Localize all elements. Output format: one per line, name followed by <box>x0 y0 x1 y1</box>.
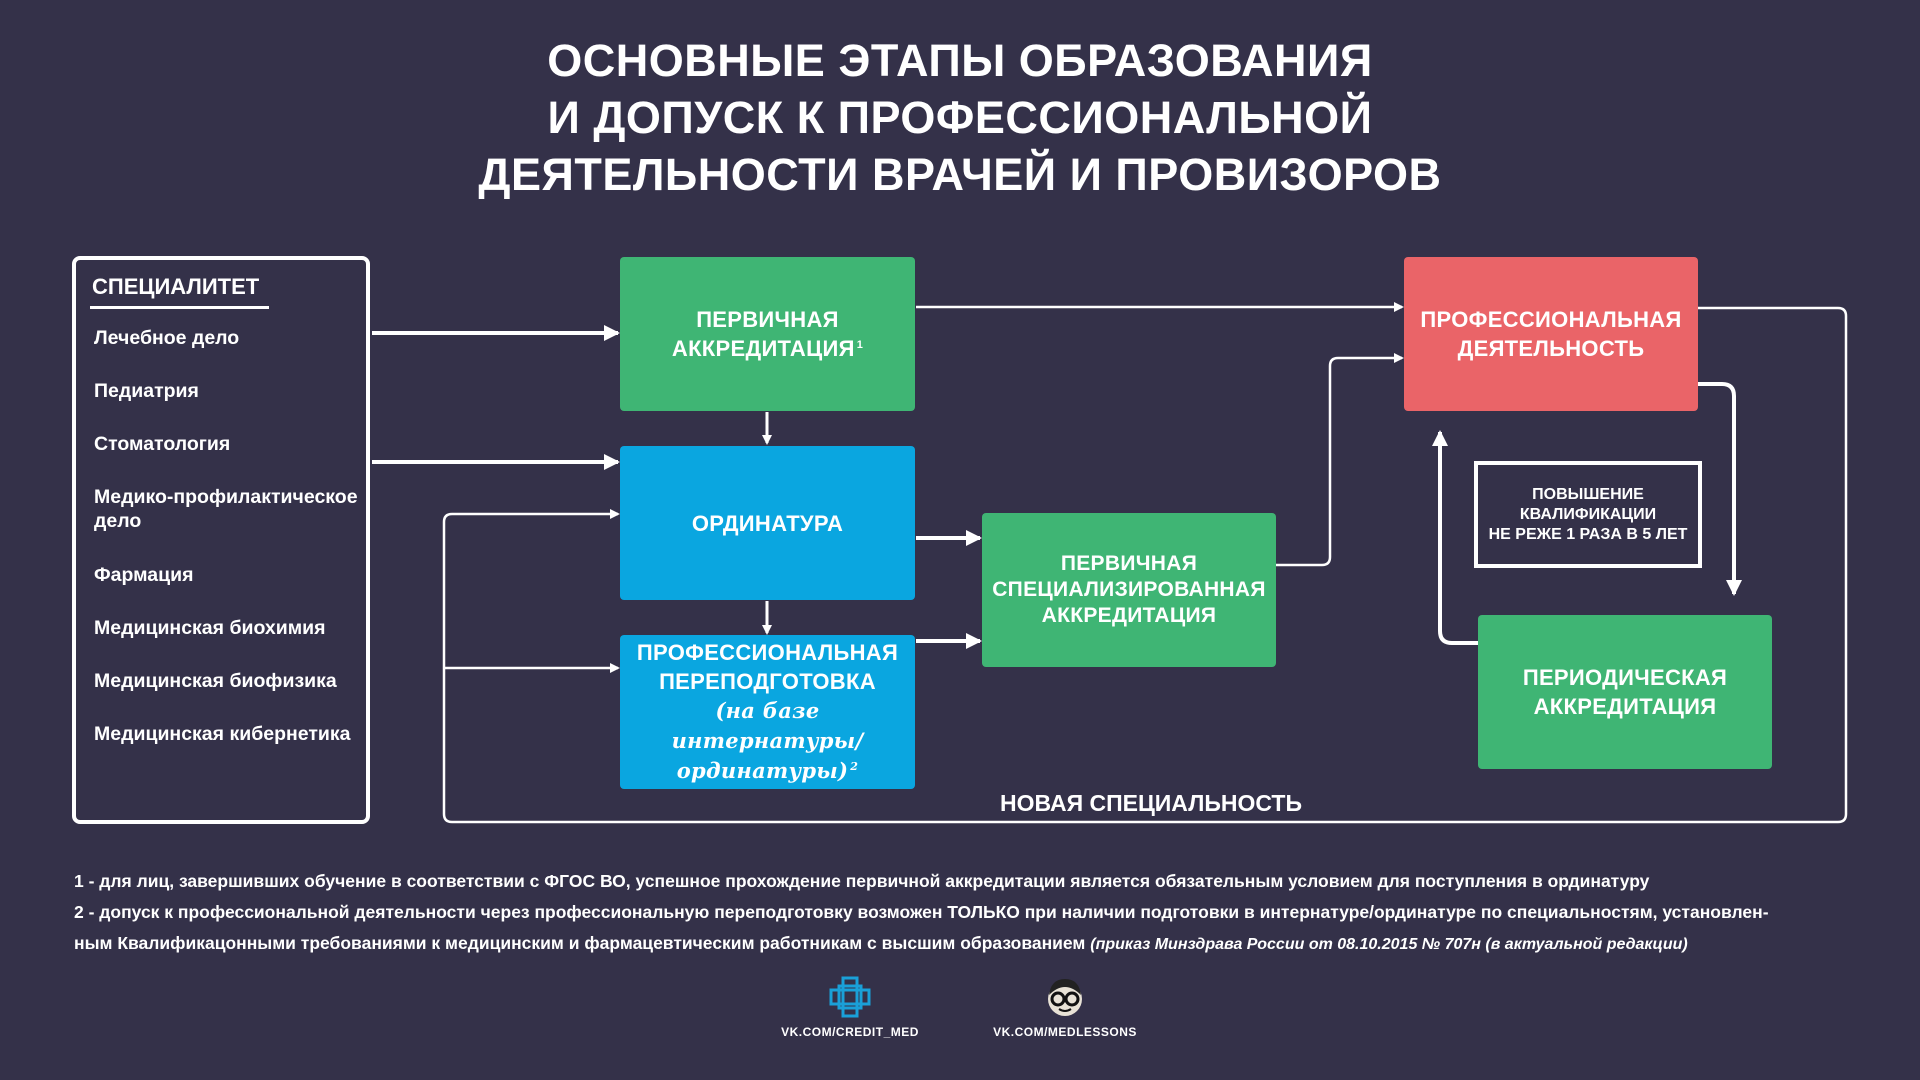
specialty-item: Лечебное дело <box>94 327 240 349</box>
footnote-1: 1 - для лиц, завершивших обучение в соот… <box>74 871 1650 891</box>
footer-medlessons[interactable]: VK.COM/MEDLESSONS <box>990 975 1140 1039</box>
new-specialty-label: НОВАЯ СПЕЦИАЛЬНОСТЬ <box>1000 790 1302 816</box>
footnote-2-line2: ным Квалификацонными требованиями к меди… <box>74 933 1086 953</box>
primary-accreditation-line2: АККРЕДИТАЦИЯ <box>671 336 855 361</box>
periodic-line1: ПЕРИОДИЧЕСКАЯ <box>1522 665 1728 690</box>
title-line-1: ОСНОВНЫЕ ЭТАПЫ ОБРАЗОВАНИЯ <box>547 35 1373 86</box>
footnote-marker-2: 2 <box>850 760 859 773</box>
footnotes: 1 - для лиц, завершивших обучение в соот… <box>74 866 1874 960</box>
retraining-box: ПРОФЕССИОНАЛЬНАЯ ПЕРЕПОДГОТОВКА (на базе… <box>620 635 915 789</box>
specialized-line3: АККРЕДИТАЦИЯ <box>1041 604 1217 627</box>
arrow-specialized-to-activity <box>1276 353 1404 567</box>
medlessons-avatar-icon <box>1048 979 1082 1016</box>
specialized-line2: СПЕЦИАЛИЗИРОВАННАЯ <box>992 578 1266 601</box>
specialty-item: Медицинская кибернетика <box>94 723 351 745</box>
arrow-activity-to-periodic <box>1698 382 1742 596</box>
specialty-panel: СПЕЦИАЛИТЕТ Лечебное дело Педиатрия Стом… <box>72 256 370 824</box>
title-line-3: ДЕЯТЕЛЬНОСТИ ВРАЧЕЙ И ПРОВИЗОРОВ <box>478 149 1442 200</box>
qualification-note: ПОВЫШЕНИЕ КВАЛИФИКАЦИИ НЕ РЕЖЕ 1 РАЗА В … <box>1474 461 1702 568</box>
footnote-marker-1: 1 <box>856 338 864 351</box>
primary-accreditation-line1: ПЕРВИЧНАЯ <box>696 307 839 332</box>
activity-line1: ПРОФЕССИОНАЛЬНАЯ <box>1420 307 1682 332</box>
specialty-heading: СПЕЦИАЛИТЕТ <box>90 274 270 309</box>
periodic-accreditation-box: ПЕРИОДИЧЕСКАЯ АККРЕДИТАЦИЯ <box>1478 615 1772 769</box>
qualification-line1: ПОВЫШЕНИЕ <box>1532 485 1644 503</box>
footer-credit-med[interactable]: VK.COM/CREDIT_MED <box>780 975 920 1039</box>
specialty-item: Медицинская биофизика <box>94 670 337 692</box>
retraining-note2: ординатуры) <box>676 758 849 783</box>
specialty-item: Медицинская биохимия <box>94 617 326 639</box>
retraining-note1: (на базе интернатуры/ <box>671 698 864 753</box>
credit-med-link[interactable]: VK.COM/CREDIT_MED <box>781 1025 919 1039</box>
specialty-item: Педиатрия <box>94 380 199 402</box>
residency-label: ОРДИНАТУРА <box>691 510 844 536</box>
specialty-item: Медико-профилактическое дело <box>94 486 358 532</box>
specialty-item: Фармация <box>94 564 194 586</box>
credit-med-logo-icon <box>829 976 871 1018</box>
medlessons-link[interactable]: VK.COM/MEDLESSONS <box>993 1025 1137 1039</box>
activity-line2: ДЕЯТЕЛЬНОСТЬ <box>1457 336 1645 361</box>
primary-specialized-accreditation-box: ПЕРВИЧНАЯ СПЕЦИАЛИЗИРОВАННАЯ АККРЕДИТАЦИ… <box>982 513 1276 667</box>
retraining-line2: ПЕРЕПОДГОТОВКА <box>659 669 876 694</box>
specialized-line1: ПЕРВИЧНАЯ <box>1060 552 1198 575</box>
qualification-line3: НЕ РЕЖЕ 1 РАЗА В 5 ЛЕТ <box>1488 525 1688 543</box>
page-title: ОСНОВНЫЕ ЭТАПЫ ОБРАЗОВАНИЯ И ДОПУСК К ПР… <box>0 32 1920 203</box>
residency-box: ОРДИНАТУРА <box>620 446 915 600</box>
professional-activity-box: ПРОФЕССИОНАЛЬНАЯ ДЕЯТЕЛЬНОСТЬ <box>1404 257 1698 411</box>
retraining-line1: ПРОФЕССИОНАЛЬНАЯ <box>636 640 899 665</box>
periodic-line2: АККРЕДИТАЦИЯ <box>1533 694 1717 719</box>
arrow-periodic-to-activity <box>1432 430 1478 645</box>
footnote-2-reference: (приказ Минздрава России от 08.10.2015 №… <box>1090 936 1688 953</box>
specialty-item: Стоматология <box>94 433 231 455</box>
title-line-2: И ДОПУСК К ПРОФЕССИОНАЛЬНОЙ <box>547 92 1373 143</box>
qualification-line2: КВАЛИФИКАЦИИ <box>1519 505 1657 523</box>
loop-new-specialty <box>442 306 1848 824</box>
footnote-2-line1: 2 - допуск к профессиональной деятельнос… <box>74 902 1769 922</box>
